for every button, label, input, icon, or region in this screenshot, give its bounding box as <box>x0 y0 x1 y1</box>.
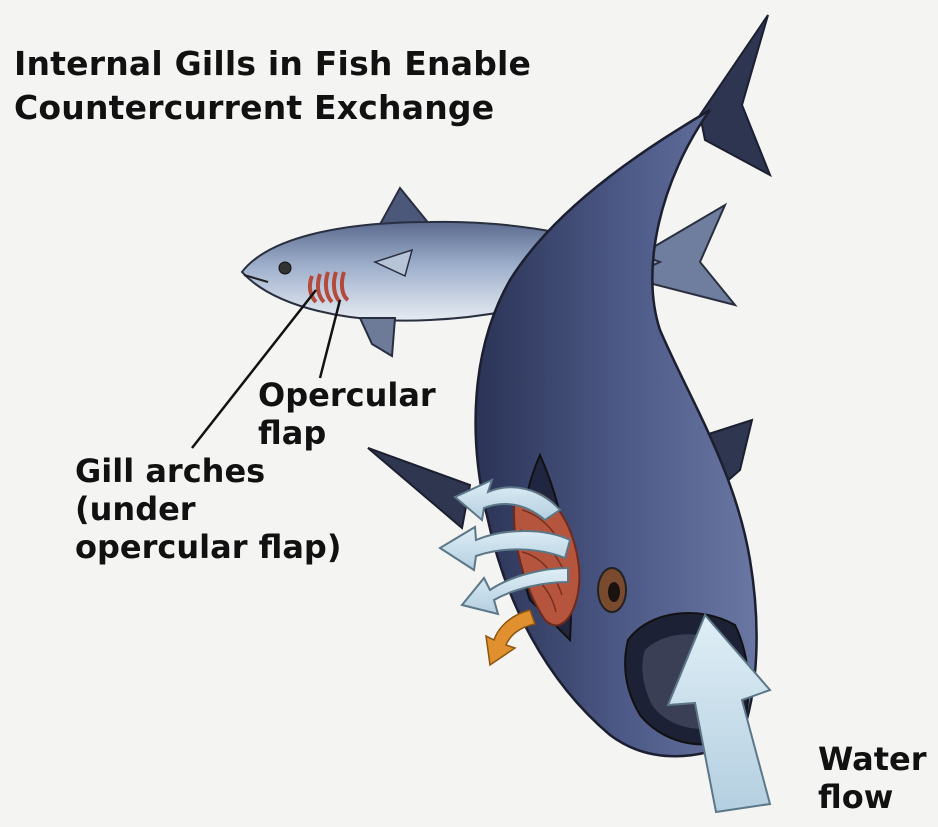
water-flow-line-2: flow <box>818 778 927 816</box>
large-fish-pectoral-fin <box>368 448 470 528</box>
exit-water-arrow <box>486 610 535 665</box>
label-gill-arches: Gill arches (under opercular flap) <box>75 452 341 566</box>
gill-arches-line-3: opercular flap) <box>75 528 341 566</box>
water-flow-line-1: Water <box>818 740 927 778</box>
small-fish-eye <box>279 262 291 274</box>
opercular-flap-line-2: flap <box>258 414 436 452</box>
small-fish-pectoral-fin <box>360 318 395 356</box>
gill-arches-line-1: Gill arches <box>75 452 341 490</box>
large-fish-tail <box>700 15 770 175</box>
label-opercular-flap: Opercular flap <box>258 376 436 452</box>
large-fish-pupil <box>608 582 620 602</box>
gill-arches-line-2: (under <box>75 490 341 528</box>
title-line-2: Countercurrent Exchange <box>14 86 531 130</box>
label-water-flow: Water flow <box>818 740 927 816</box>
opercular-flap-line-1: Opercular <box>258 376 436 414</box>
title-line-1: Internal Gills in Fish Enable <box>14 42 531 86</box>
diagram-title: Internal Gills in Fish Enable Countercur… <box>14 42 531 130</box>
